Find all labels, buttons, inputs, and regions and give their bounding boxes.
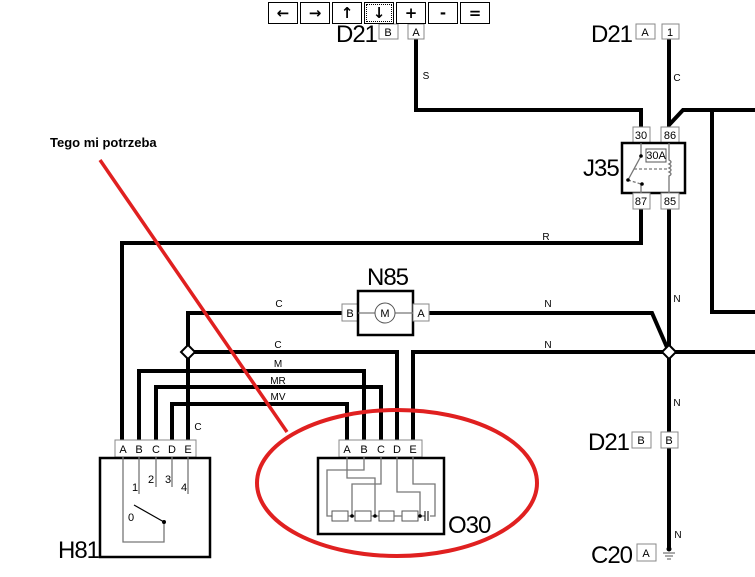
wire-n-motor [429,311,671,353]
annotation-circle [255,408,539,558]
wire-label-c-mid: C [274,340,281,351]
wire-label-n-mid: N [544,340,551,351]
svg-text:M: M [380,308,389,320]
wire-label-s: S [423,71,430,82]
zoom-out-button[interactable]: - [428,2,458,24]
svg-text:C: C [377,444,385,456]
pin-a: A [641,27,649,39]
annotation-arrow-line [98,159,289,433]
svg-text:2: 2 [148,474,154,486]
wire-label-mr: MR [270,376,286,387]
svg-text:A: A [119,444,127,456]
splice-left [179,343,197,361]
pin-b: B [665,435,672,447]
motor-icon [374,302,396,324]
wire-c-motor [186,311,342,440]
coil-icon [667,143,672,193]
pin-a: A [412,27,420,39]
ground-icon [663,546,675,560]
motor-n85-label: N85 [367,264,409,291]
wire-label-mv: MV [271,392,286,403]
pan-up-button[interactable]: ↑ [332,2,362,24]
pan-down-button[interactable]: ↓ [364,2,394,24]
wire-label-c-h81: C [194,422,201,433]
svg-text:85: 85 [664,196,676,208]
svg-text:D: D [168,444,176,456]
connector-d21-bottom-label: D21 [588,429,630,456]
pin-1: 1 [667,27,673,39]
svg-text:A: A [417,308,425,320]
resistor-pack-o30-label: O30 [448,512,491,539]
fuse-rating: 30A [646,150,666,162]
switch-h81: A B C D E 1 2 3 4 0 [98,439,212,559]
motor-n85: B M A [341,289,430,337]
svg-text:C: C [152,444,160,456]
wire-c-top [667,38,755,131]
pan-right-button[interactable]: → [300,2,330,24]
splice-right [660,343,678,361]
svg-text:A: A [343,444,351,456]
zoom-reset-button[interactable]: = [460,2,490,24]
wire-m [137,369,366,440]
svg-text:0: 0 [128,512,134,524]
wire-label-c-top: C [673,73,680,84]
pin-b: B [384,27,391,39]
navigation-toolbar: ← → ↑ ↓ + - = [268,2,490,24]
wire-mv [170,402,349,440]
ground-c20-label: C20 [591,542,633,569]
wire-label-c-motor: C [275,299,282,310]
wire-label-n1: N [673,294,680,305]
svg-text:B: B [360,444,367,456]
svg-text:4: 4 [181,482,187,494]
connector-d21-top-right-label: D21 [591,21,633,48]
relay-j35: 30 86 30A 87 85 [620,126,687,210]
pin-b: B [637,435,644,447]
connector-d21-top-left-label: D21 [336,21,378,48]
wire-n-mid [411,350,755,440]
wire-mr [154,385,383,440]
svg-text:87: 87 [635,196,647,208]
pan-left-button[interactable]: ← [268,2,298,24]
wire-right [710,110,755,314]
wire-label-n-motor: N [544,299,551,310]
svg-text:B: B [135,444,142,456]
svg-text:E: E [184,444,191,456]
wire-r [120,209,643,440]
switch-h81-label: H81 [58,537,100,564]
wire-label-r: R [542,232,549,243]
svg-text:3: 3 [165,474,171,486]
wire-label-n2: N [673,398,680,409]
svg-text:30: 30 [635,130,647,142]
svg-text:1: 1 [132,482,138,494]
annotation-text: Tego mi potrzeba [50,135,157,150]
svg-text:E: E [409,444,416,456]
svg-text:B: B [346,308,353,320]
resistor-pack-o30: A B C D E [316,439,446,536]
pin-a: A [642,548,650,560]
wire-label-m: M [274,359,282,370]
zoom-in-button[interactable]: + [396,2,426,24]
wire-label-n3: N [674,530,681,541]
wire-s [414,38,643,127]
relay-j35-label: J35 [583,155,619,182]
svg-text:86: 86 [664,130,676,142]
svg-text:D: D [393,444,401,456]
